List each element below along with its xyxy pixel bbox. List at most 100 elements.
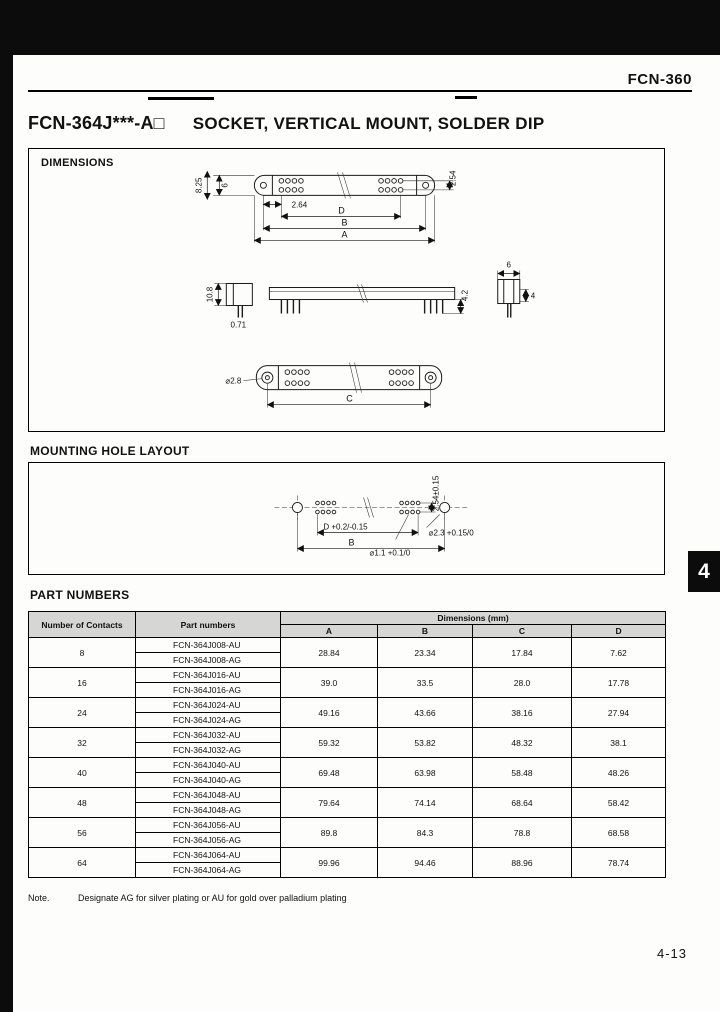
part-number-cell: FCN-364J056-AG [135, 832, 281, 848]
contacts-cell: 64 [28, 847, 136, 878]
part-number-cell: FCN-364J024-AG [135, 712, 281, 728]
dimensions-drawing: 2.64 D B A 8.25 6 2.54 [194, 170, 536, 409]
dim-d-cell: 58.42 [570, 787, 667, 818]
dim-a-cell: 49.16 [280, 697, 378, 728]
mounting-drawing: D +0.2/-0.15 B 2.54±0.15 ⌀2.3 +0.15/0 ⌀1… [274, 475, 475, 558]
dim-a-cell: 79.64 [280, 787, 378, 818]
part-number-cell: FCN-364J040-AU [135, 757, 281, 773]
dim-a-cell: 99.96 [280, 847, 378, 878]
dim-d-cell: 17.78 [570, 667, 667, 698]
col-header-c: C [472, 624, 572, 638]
dim-label-10_8: 10.8 [205, 286, 214, 302]
dim-b-cell: 74.14 [377, 787, 473, 818]
dim-label-c: C [346, 394, 353, 404]
dim-label-d: D [338, 205, 345, 215]
table-row: FCN-364J056-AG [29, 832, 666, 848]
dim-a-cell: 69.48 [280, 757, 378, 788]
dim-b-cell: 63.98 [377, 757, 473, 788]
dim-label-b: B [341, 217, 347, 227]
table-row: 40 FCN-364J040-AU 69.48 63.98 58.48 48.2… [28, 757, 667, 788]
title-part-code: FCN-364J***-A□ [28, 113, 165, 133]
dim-b-cell: 94.46 [377, 847, 473, 878]
dim-label-6-end: 6 [507, 260, 512, 269]
part-number-cell: FCN-364J024-AU [135, 697, 281, 713]
table-row: FCN-364J048-AG [29, 802, 666, 818]
part-number-cell: FCN-364J008-AG [135, 652, 281, 668]
dim-c-cell: 28.0 [472, 667, 572, 698]
part-number-cell: FCN-364J016-AG [135, 682, 281, 698]
scan-border-left [0, 0, 13, 1012]
dim-a-cell: 59.32 [280, 727, 378, 758]
dimensions-section: DIMENSIONS [28, 148, 665, 432]
part-number-cell: FCN-364J064-AG [135, 862, 281, 878]
dim-d-cell: 68.58 [570, 817, 667, 848]
dim-b-cell: 53.82 [377, 727, 473, 758]
dim-c-cell: 48.32 [472, 727, 572, 758]
contacts-cell: 32 [28, 727, 136, 758]
dim-d-cell: 48.26 [570, 757, 667, 788]
dim-a-cell: 39.0 [280, 667, 378, 698]
contacts-cell: 16 [28, 667, 136, 698]
title-description: SOCKET, VERTICAL MOUNT, SOLDER DIP [192, 114, 545, 133]
dimensions-heading: DIMENSIONS [41, 157, 114, 169]
mounting-heading: MOUNTING HOLE LAYOUT [30, 444, 190, 458]
scan-artifact [148, 97, 214, 100]
scan-artifact [455, 96, 477, 99]
table-row: FCN-364J064-AG [29, 862, 666, 878]
part-number-cell: FCN-364J032-AG [135, 742, 281, 758]
dim-d-cell: 78.74 [570, 847, 667, 878]
col-header-d: D [570, 624, 667, 638]
part-number-cell: FCN-364J048-AU [135, 787, 281, 803]
col-header-b: B [377, 624, 473, 638]
table-row: 32 FCN-364J032-AU 59.32 53.82 48.32 38.1 [28, 727, 667, 758]
note-text: Designate AG for silver plating or AU fo… [78, 893, 347, 903]
dim-label-2_64: 2.64 [292, 200, 308, 209]
mounting-section: D +0.2/-0.15 B 2.54±0.15 ⌀2.3 +0.15/0 ⌀1… [28, 462, 665, 575]
side-view: 10.8 0.71 [205, 260, 536, 329]
table-row: FCN-364J024-AG [29, 712, 666, 728]
col-header-contacts: Number of Contacts [28, 611, 136, 638]
dim-a-cell: 28.84 [280, 637, 378, 668]
contacts-cell: 8 [28, 637, 136, 668]
table-row: 64 FCN-364J064-AU 99.96 94.46 88.96 78.7… [28, 847, 667, 878]
part-number-cell: FCN-364J008-AU [135, 637, 281, 653]
dim-d-cell: 38.1 [570, 727, 667, 758]
dim-a-cell: 89.8 [280, 817, 378, 848]
contacts-cell: 48 [28, 787, 136, 818]
table-row: 56 FCN-364J056-AU 89.8 84.3 78.8 68.58 [28, 817, 667, 848]
dim-label-d-tol: D +0.2/-0.15 [323, 523, 368, 532]
dim-label-2_54: 2.54 [449, 170, 458, 186]
dim-label-hole-2_3: ⌀2.3 +0.15/0 [429, 529, 475, 538]
dim-label-0_71: 0.71 [231, 321, 247, 330]
dim-label-4_2: 4.2 [461, 289, 470, 301]
dim-c-cell: 38.16 [472, 697, 572, 728]
contacts-cell: 24 [28, 697, 136, 728]
dim-b-cell: 43.66 [377, 697, 473, 728]
dim-c-cell: 58.48 [472, 757, 572, 788]
dim-d-cell: 7.62 [570, 637, 667, 668]
part-number-cell: FCN-364J048-AG [135, 802, 281, 818]
page-number: 4-13 [656, 946, 687, 961]
chapter-tab: 4 [688, 551, 720, 592]
part-number-cell: FCN-364J016-AU [135, 667, 281, 683]
part-number-cell: FCN-364J064-AU [135, 847, 281, 863]
dim-label-6: 6 [220, 183, 229, 188]
dim-label-pitch-tol: 2.54±0.15 [432, 475, 441, 511]
dim-c-cell: 68.64 [472, 787, 572, 818]
dim-label-a: A [341, 229, 347, 239]
dim-label-b: B [349, 538, 355, 548]
dim-c-cell: 78.8 [472, 817, 572, 848]
dim-label-8_25: 8.25 [194, 177, 203, 193]
page-title: FCN-364J***-A□ SOCKET, VERTICAL MOUNT, S… [28, 113, 545, 134]
col-header-parts: Part numbers [135, 611, 281, 638]
table-row: 16 FCN-364J016-AU 39.0 33.5 28.0 17.78 [28, 667, 667, 698]
part-number-cell: FCN-364J040-AG [135, 772, 281, 788]
doc-code: FCN-360 [627, 71, 692, 88]
part-numbers-heading: PART NUMBERS [30, 588, 130, 602]
footnote: Note. Designate AG for silver plating or… [28, 893, 347, 903]
part-numbers-table: Number of Contacts Part numbers Dimensio… [28, 611, 667, 878]
part-number-cell: FCN-364J056-AU [135, 817, 281, 833]
table-row: FCN-364J016-AG [29, 682, 666, 698]
dim-b-cell: 23.34 [377, 637, 473, 668]
dim-label-hole-2_8: ⌀2.8 [225, 377, 241, 386]
